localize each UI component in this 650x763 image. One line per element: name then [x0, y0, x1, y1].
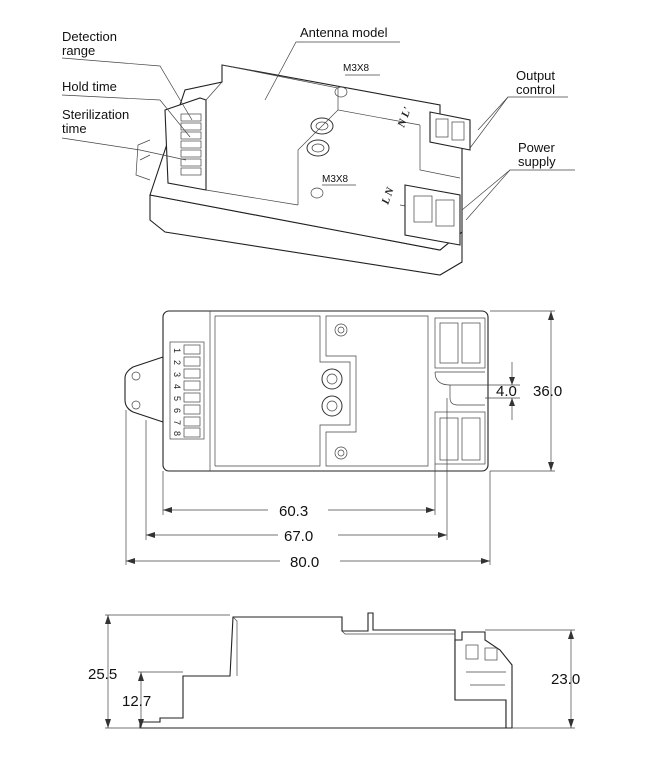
- callout-antenna-model: Antenna model: [300, 25, 388, 40]
- dimension-height-36: 36.0: [533, 383, 562, 400]
- callout-power-supply-line2: supply: [518, 154, 556, 169]
- dimension-width-67-0: 67.0: [284, 528, 313, 545]
- callout-screw-top: M3X8: [343, 63, 370, 74]
- dimension-width-80-0: 80.0: [290, 554, 319, 571]
- dip-number-3: 3: [172, 372, 182, 377]
- dimension-total-height: 25.5: [88, 666, 117, 683]
- callout-sterilization-time-line2: time: [62, 121, 87, 136]
- callout-power-supply-line1: Power: [518, 140, 556, 155]
- dimension-right-height: 23.0: [551, 671, 580, 688]
- dip-number-1: 1: [172, 348, 182, 353]
- side-view-dimensions: [105, 614, 575, 729]
- callout-detection-range-line1: Detection: [62, 29, 117, 44]
- terminal-output-iso: [429, 111, 471, 151]
- dip-number-2: 2: [172, 360, 182, 365]
- dimension-width-60-3: 60.3: [279, 503, 308, 520]
- terminal-power-top: [434, 411, 486, 465]
- dimension-step-height: 12.7: [122, 693, 151, 710]
- callout-leaders: [61, 41, 575, 221]
- dip-number-5: 5: [172, 396, 182, 401]
- top-view: 1 2 3 4 5 6 7 8: [124, 310, 489, 472]
- callout-output-control-line1: Output: [516, 68, 555, 83]
- callout-screw-bottom: M3X8: [322, 174, 349, 185]
- terminal-power-iso: [404, 184, 461, 246]
- dip-switch-iso: [180, 113, 202, 176]
- dip-switch: [169, 341, 205, 440]
- terminal-output-top: [434, 317, 486, 369]
- dip-number-7: 7: [172, 420, 182, 425]
- dimension-slot-width: 4.0: [496, 383, 517, 400]
- callout-output-control-line2: control: [516, 82, 555, 97]
- callout-sterilization-time-line1: Sterilization: [62, 107, 129, 122]
- dip-number-8: 8: [172, 431, 182, 436]
- dip-number-4: 4: [172, 384, 182, 389]
- callout-detection-range-line2: range: [62, 43, 95, 58]
- dip-number-6: 6: [172, 408, 182, 413]
- isometric-view: N L' L N: [135, 64, 471, 276]
- side-view: [139, 612, 513, 729]
- dip-switch-slots: [183, 344, 201, 438]
- callout-hold-time: Hold time: [62, 79, 117, 94]
